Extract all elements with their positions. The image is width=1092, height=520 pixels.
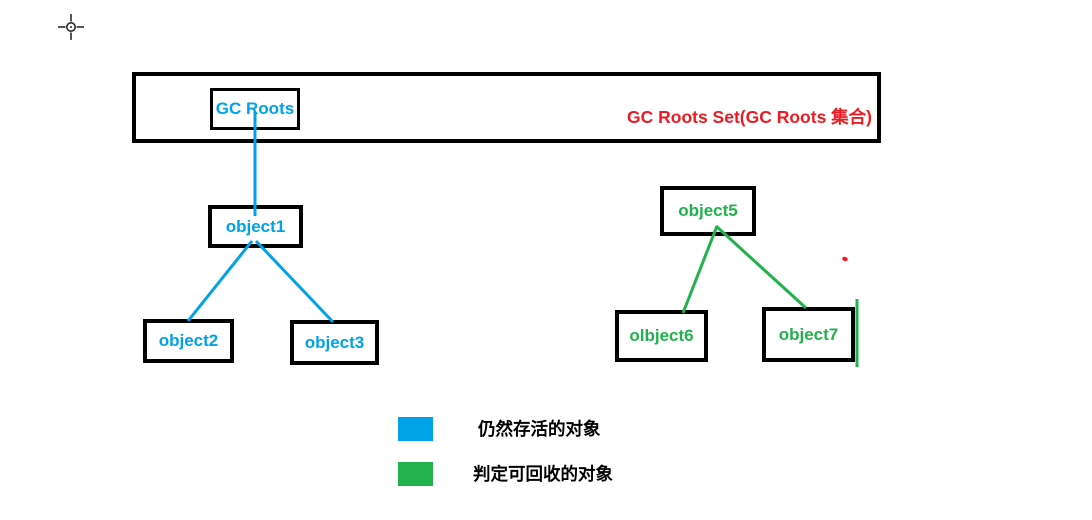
node-object7: object7 bbox=[762, 307, 855, 362]
gc-roots-set-container bbox=[132, 72, 881, 143]
node-object6-label: olbject6 bbox=[629, 326, 694, 345]
node-object6: olbject6 bbox=[615, 310, 708, 362]
edge-object5-object6 bbox=[681, 225, 719, 314]
node-object2-label: object2 bbox=[158, 331, 219, 350]
node-object3: object3 bbox=[290, 320, 379, 365]
node-object5: object5 bbox=[660, 186, 756, 236]
edge-object1-object2 bbox=[186, 240, 254, 322]
legend-swatch-alive bbox=[398, 417, 433, 441]
node-object7-label: object7 bbox=[778, 324, 839, 344]
gc-roots-set-title: GC Roots Set(GC Roots 集合) bbox=[627, 107, 872, 127]
node-gc-roots: GC Roots bbox=[210, 88, 300, 130]
legend-swatch-collectable-rect bbox=[398, 462, 433, 486]
crosshair-cursor-icon bbox=[58, 14, 84, 40]
edge-object1-object3 bbox=[254, 239, 335, 324]
edge-object5-object7 bbox=[714, 224, 808, 310]
red-dot-mark bbox=[842, 256, 848, 262]
node-object1: object1 bbox=[208, 205, 303, 248]
legend-label-collectable: 判定可回收的对象 bbox=[473, 464, 613, 484]
legend-swatch-alive-rect bbox=[398, 417, 433, 441]
node-object3-label: object3 bbox=[304, 332, 365, 352]
node-object1-label: object1 bbox=[225, 216, 286, 236]
legend-swatch-collectable bbox=[398, 462, 433, 486]
node-object5-label: object5 bbox=[678, 201, 738, 220]
node-object2: object2 bbox=[143, 319, 234, 363]
legend-label-alive: 仍然存活的对象 bbox=[478, 419, 601, 439]
node-gc-roots-label: GC Roots bbox=[215, 99, 295, 118]
